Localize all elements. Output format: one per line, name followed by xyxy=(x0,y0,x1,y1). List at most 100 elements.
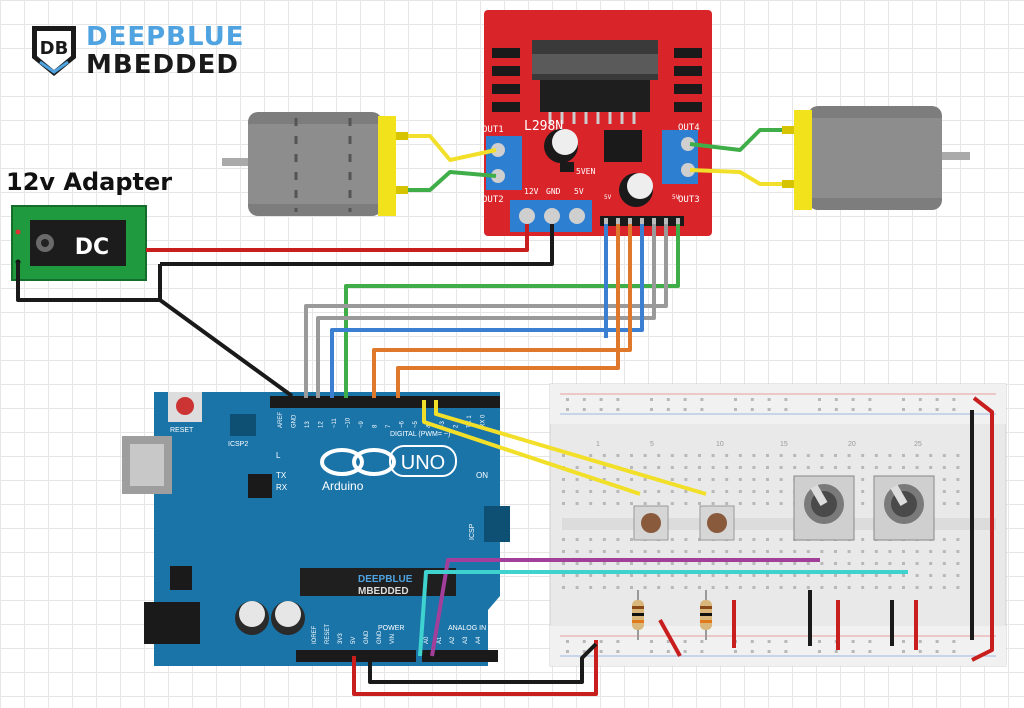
breadboard-hole xyxy=(589,550,593,553)
driver-name: L298N xyxy=(524,119,563,134)
breadboard-hole xyxy=(684,550,688,553)
breadboard-hole xyxy=(818,408,821,411)
breadboard-hole xyxy=(793,466,797,469)
breadboard-hole xyxy=(874,454,878,457)
breadboard-hole xyxy=(752,574,756,577)
breadboard-hole xyxy=(562,490,565,493)
breadboard-hole xyxy=(670,502,674,505)
wire-gnd-arduino xyxy=(16,262,294,398)
breadboard-hole xyxy=(918,640,922,643)
breadboard-hole xyxy=(952,650,956,653)
breadboard-hole xyxy=(711,586,715,589)
breadboard-hole xyxy=(562,538,565,541)
breadboard-hole xyxy=(851,408,855,411)
arduino-icsp-label: ICSP xyxy=(469,523,476,540)
breadboard-hole xyxy=(684,562,688,565)
breadboard-hole xyxy=(630,538,633,541)
breadboard-hole xyxy=(666,650,670,653)
breadboard-hole xyxy=(935,408,939,411)
breadboard-hole xyxy=(818,398,821,401)
breadboard-hole xyxy=(738,538,742,541)
breadboard-hole xyxy=(779,466,783,469)
power-pin-label-3: 5V xyxy=(351,637,357,644)
breadboard-hole xyxy=(820,574,824,577)
breadboard-hole xyxy=(684,490,688,493)
breadboard-hole xyxy=(752,586,756,589)
breadboard-hole xyxy=(861,562,865,565)
breadboard-hole xyxy=(956,490,960,493)
breadboard-hole xyxy=(956,538,960,541)
breadboard-hole xyxy=(861,454,865,457)
breadboard-hole xyxy=(767,640,771,643)
breadboard-hole xyxy=(616,562,620,565)
breadboard-hole xyxy=(820,454,824,457)
brand-logo: DB DEEPBLUE MBEDDED xyxy=(28,22,244,82)
breadboard-hole xyxy=(793,562,797,565)
wire-12v xyxy=(146,224,529,252)
wire-button-1 xyxy=(422,400,641,496)
breadboard-hole xyxy=(942,466,946,469)
wire-pot-2 xyxy=(418,570,908,657)
breadboard-hole xyxy=(670,454,674,457)
breadboard-hole xyxy=(750,408,754,411)
breadboard-hole xyxy=(698,562,701,565)
breadboard-hole xyxy=(725,586,729,589)
breadboard-hole xyxy=(902,466,905,469)
breadboard-hole xyxy=(575,586,579,589)
breadboard-hole xyxy=(766,562,769,565)
breadboard-hole xyxy=(942,478,946,481)
breadboard-hole xyxy=(784,398,788,401)
breadboard-hole xyxy=(868,650,872,653)
breadboard-hole xyxy=(956,562,960,565)
breadboard-hole xyxy=(738,586,742,589)
breadboard-hole xyxy=(861,550,865,553)
breadboard-hole xyxy=(670,538,674,541)
digital-pin-label-8: 7 xyxy=(386,424,392,428)
breadboard-hole xyxy=(602,586,606,589)
breadboard-hole xyxy=(630,502,633,505)
breadboard-hole xyxy=(589,538,593,541)
breadboard-hole xyxy=(698,478,701,481)
breadboard-hole xyxy=(818,640,821,643)
breadboard-hole xyxy=(942,562,946,565)
breadboard-hole xyxy=(738,550,742,553)
breadboard-hole xyxy=(650,640,653,643)
breadboard-hole xyxy=(643,574,647,577)
breadboard-hole xyxy=(935,650,939,653)
breadboard-hole xyxy=(582,640,586,643)
power-pin-label-2: 3V3 xyxy=(338,633,344,644)
breadboard-hole xyxy=(868,398,872,401)
breadboard-hole xyxy=(589,454,593,457)
arduino-brand: Arduino xyxy=(322,479,364,493)
breadboard-hole xyxy=(575,466,579,469)
breadboard-hole xyxy=(602,502,606,505)
breadboard-hole xyxy=(902,640,905,643)
breadboard-hole xyxy=(698,586,701,589)
breadboard-hole xyxy=(918,408,922,411)
breadboard-hole xyxy=(806,586,810,589)
breadboard-hole xyxy=(929,586,933,589)
dc-adapter: DC xyxy=(11,205,147,281)
breadboard-hole xyxy=(766,550,769,553)
breadboard-hole xyxy=(562,550,565,553)
breadboard-hole xyxy=(766,538,769,541)
breadboard-hole xyxy=(700,640,704,643)
breadboard-hole xyxy=(820,562,824,565)
breadboard-hole xyxy=(657,586,661,589)
breadboard-hole xyxy=(562,478,565,481)
digital-pin-label-9: ~6 xyxy=(400,420,406,428)
breadboard-hole xyxy=(929,574,933,577)
breadboard-hole xyxy=(684,502,688,505)
breadboard-hole xyxy=(915,586,919,589)
breadboard-hole xyxy=(684,478,688,481)
breadboard-hole xyxy=(868,408,872,411)
breadboard-hole xyxy=(589,562,593,565)
breadboard-hole xyxy=(915,454,919,457)
breadboard-hole xyxy=(806,454,810,457)
breadboard-hole xyxy=(630,574,633,577)
breadboard-hole xyxy=(834,454,837,457)
arduino-led-tx: TX xyxy=(276,471,287,480)
breadboard-hole xyxy=(616,586,620,589)
breadboard-hole xyxy=(779,538,783,541)
